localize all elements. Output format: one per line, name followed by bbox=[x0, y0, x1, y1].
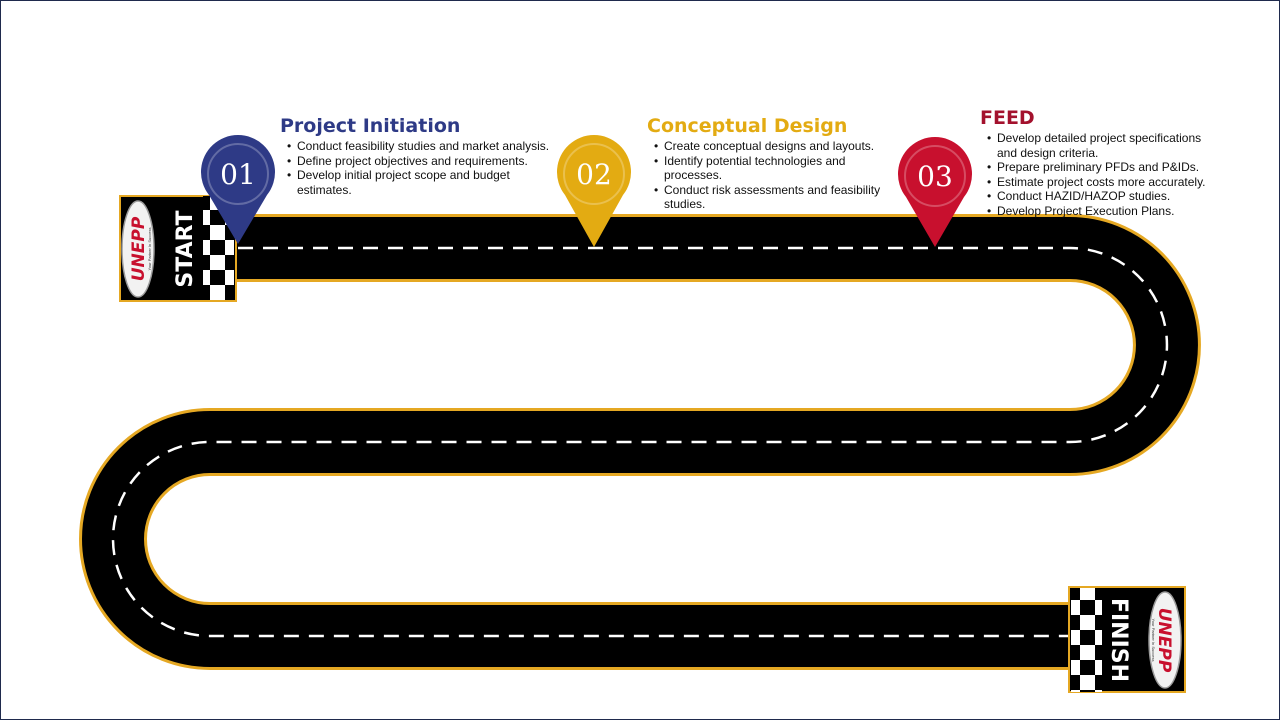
finish-block: FINISH UNEPP Your Partner In Success bbox=[1068, 586, 1186, 693]
start-logo-tagline: Your Partner In Success bbox=[147, 228, 152, 271]
step-2-bullet: Create conceptual designs and layouts. bbox=[654, 139, 886, 154]
pin-01-body bbox=[201, 135, 275, 244]
step-1-bullets: Conduct feasibility studies and market a… bbox=[287, 139, 557, 197]
step-3-title: FEED bbox=[980, 107, 1035, 129]
step-2-bullet: Conduct risk assessments and feasibility… bbox=[654, 183, 886, 212]
pin-02-body bbox=[557, 135, 631, 247]
track bbox=[79, 214, 1201, 670]
step-3-bullet: Conduct HAZID/HAZOP studies. bbox=[987, 189, 1222, 204]
step-1-bullet: Conduct feasibility studies and market a… bbox=[287, 139, 557, 154]
start-logo: UNEPP Your Partner In Success bbox=[121, 200, 155, 298]
step-3-bullet: Develop detailed project specifications … bbox=[987, 131, 1222, 160]
step-2-bullets: Create conceptual designs and layouts. I… bbox=[654, 139, 886, 212]
step-3-bullet: Estimate project costs more accurately. bbox=[987, 175, 1222, 190]
pin-01-ring bbox=[207, 143, 269, 205]
pin-02-ring bbox=[563, 143, 625, 205]
milestone-pin-01: 01 bbox=[201, 135, 275, 244]
start-block: UNEPP Your Partner In Success START bbox=[119, 195, 237, 302]
finish-label: FINISH bbox=[1106, 598, 1131, 682]
step-1-bullet: Define project objectives and requiremen… bbox=[287, 154, 557, 169]
start-logo-text: UNEPP bbox=[129, 216, 149, 281]
finish-logo: UNEPP Your Partner In Success bbox=[1148, 591, 1182, 689]
pin-03-number: 03 bbox=[917, 160, 953, 193]
step-2-title: Conceptual Design bbox=[647, 115, 848, 137]
step-1-title: Project Initiation bbox=[280, 115, 461, 137]
milestone-pin-03: 03 bbox=[898, 137, 973, 247]
finish-logo-tagline: Your Partner In Success bbox=[1151, 619, 1156, 662]
step-1-bullet: Develop initial project scope and budget… bbox=[287, 168, 557, 197]
milestone-pin-02: 02 bbox=[557, 135, 631, 247]
pin-03-ring bbox=[904, 145, 966, 207]
step-3-bullet: Develop Project Execution Plans. bbox=[987, 204, 1222, 219]
finish-checkered-flag bbox=[1071, 588, 1102, 692]
pin-02-number: 02 bbox=[576, 158, 612, 191]
step-2-bullet: Identify potential technologies and proc… bbox=[654, 154, 886, 183]
finish-logo-text: UNEPP bbox=[1154, 608, 1174, 673]
step-3-bullet: Prepare preliminary PFDs and P&IDs. bbox=[987, 160, 1222, 175]
start-label: START bbox=[173, 210, 198, 287]
lane-dashes bbox=[111, 246, 1169, 638]
pin-01-number: 01 bbox=[220, 158, 256, 191]
step-3-bullets: Develop detailed project specifications … bbox=[987, 131, 1222, 219]
pin-03-body bbox=[898, 137, 973, 247]
